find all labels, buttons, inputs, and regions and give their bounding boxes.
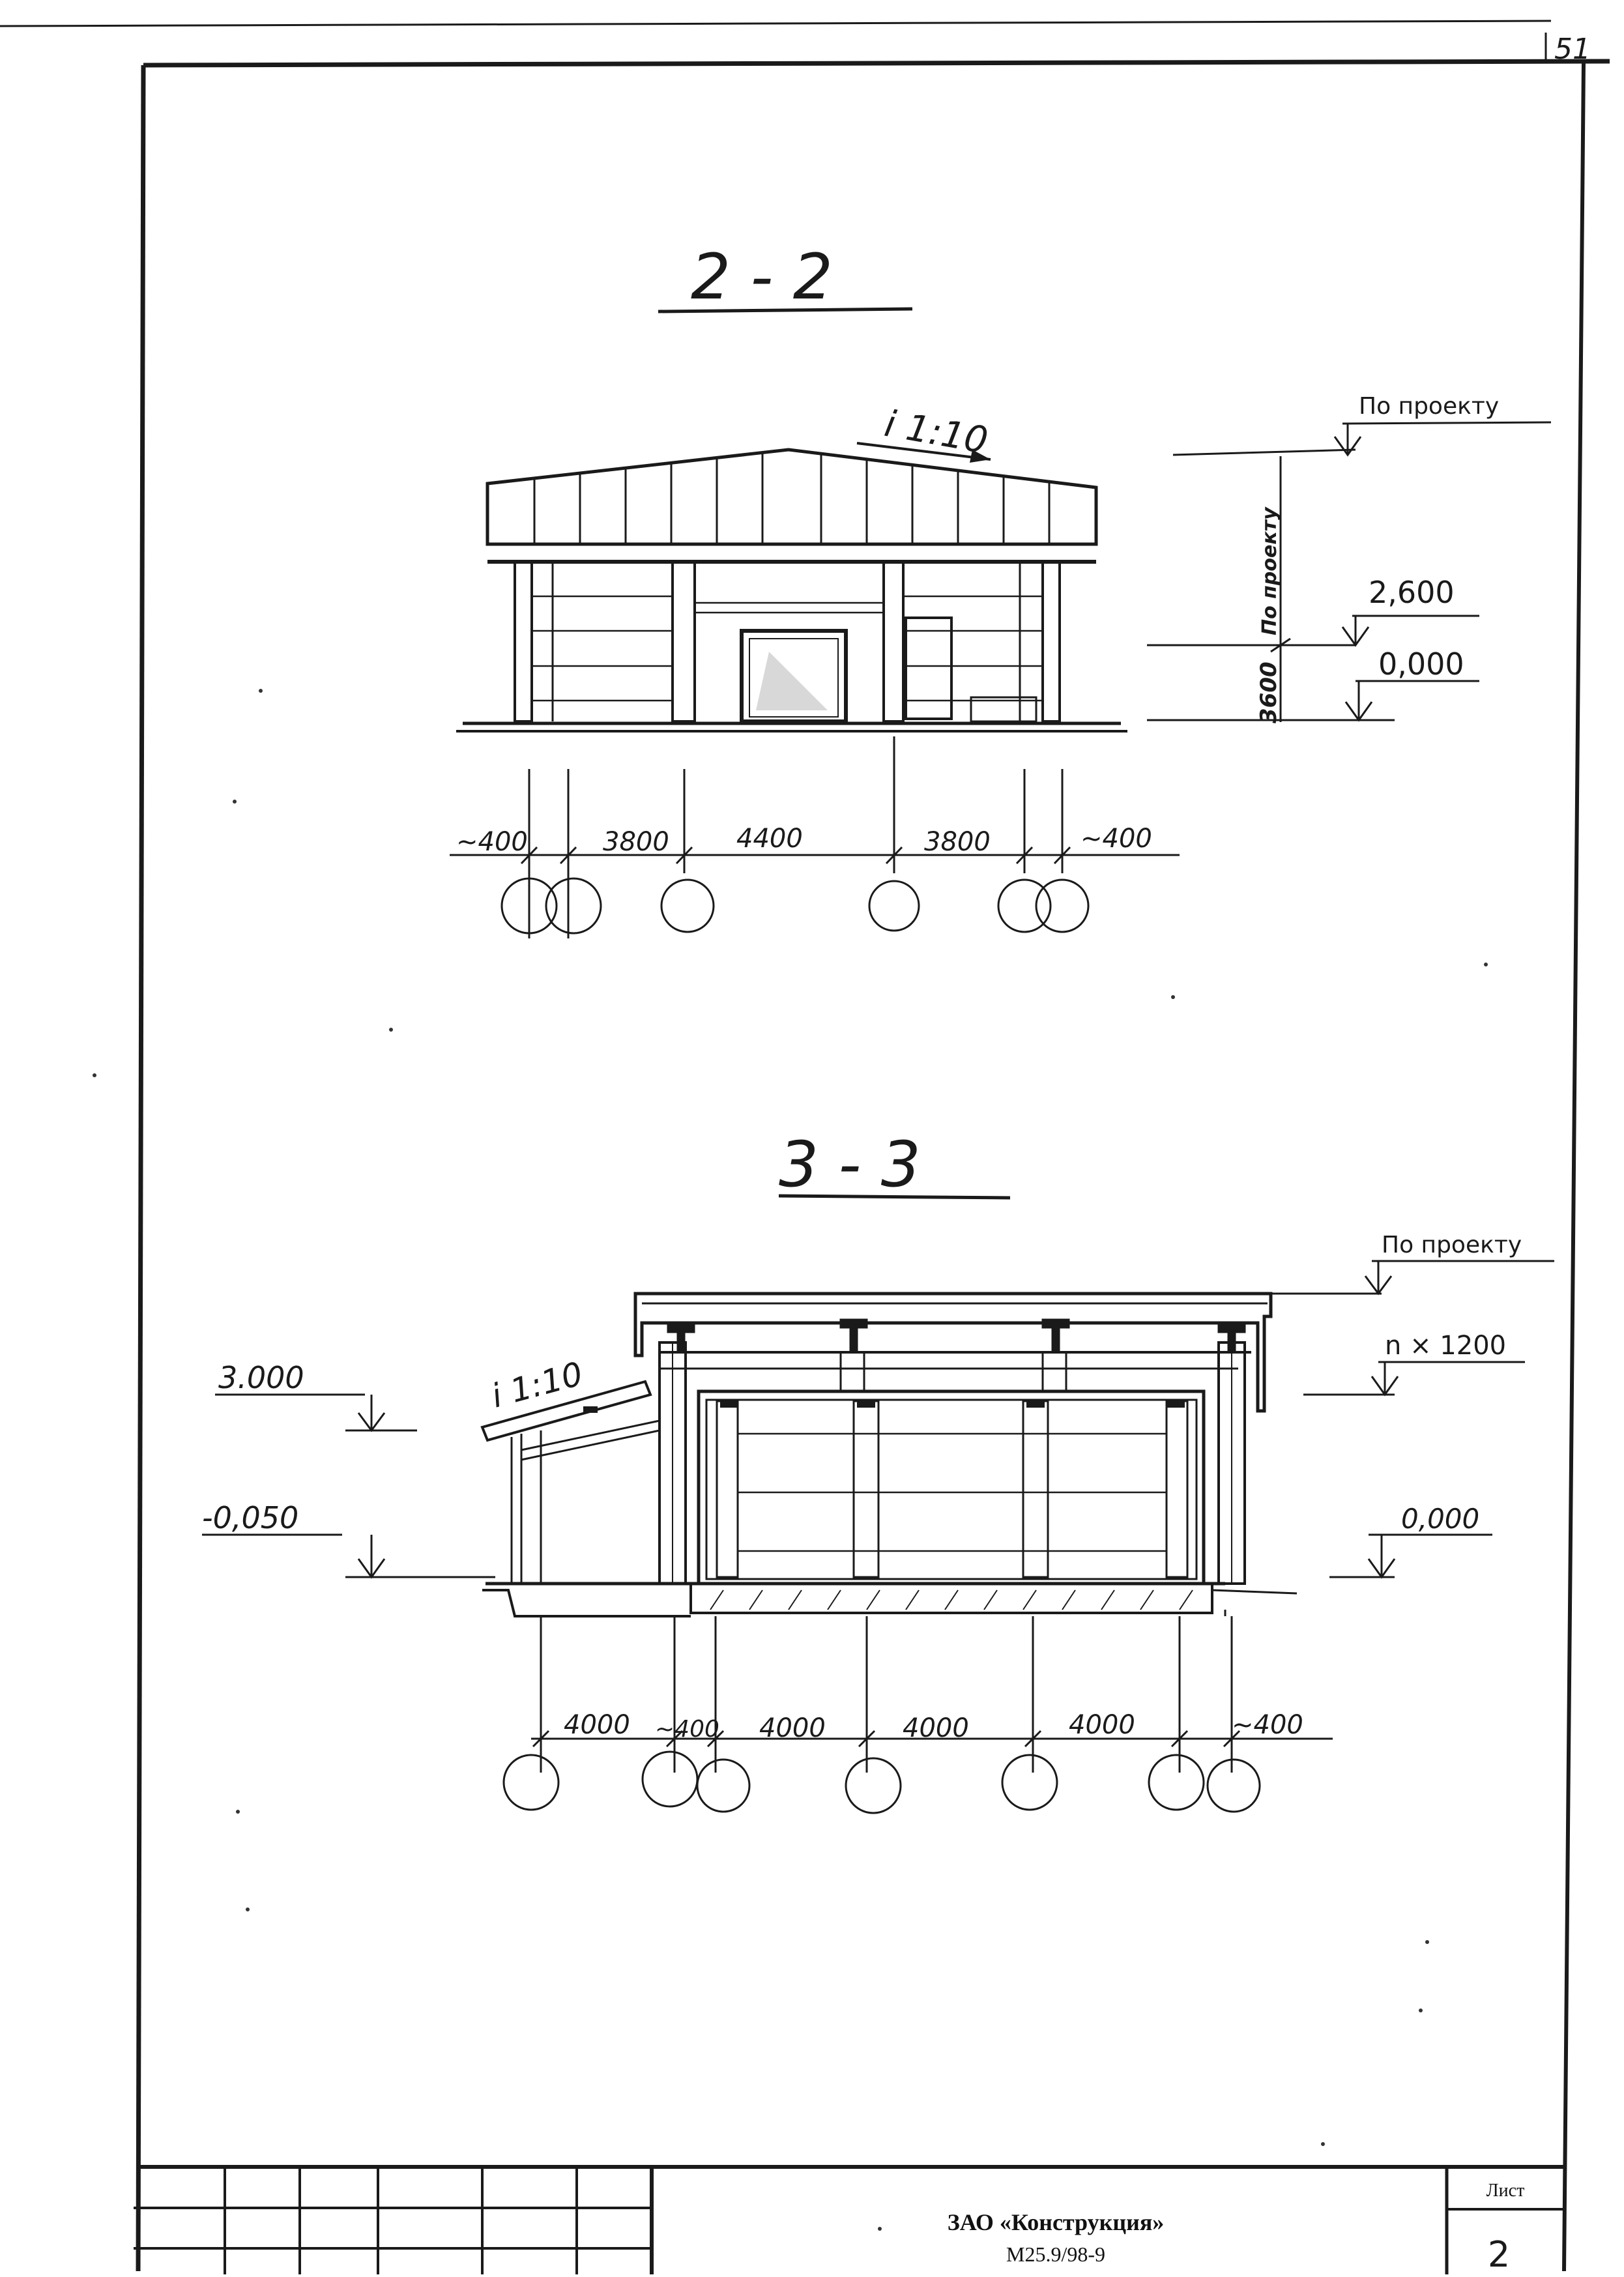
door-glass	[749, 638, 839, 718]
scan-noise	[93, 689, 1488, 2231]
inner-enclosure	[697, 1389, 1206, 1586]
annex-roof	[480, 1380, 652, 1442]
sheet-frame	[0, 20, 1610, 2272]
roof-band	[486, 448, 1098, 546]
frame-left	[136, 65, 146, 2272]
dimension-chain-2-2	[450, 736, 1180, 938]
slope-arrow-head	[970, 450, 991, 463]
entrance-door	[740, 629, 848, 723]
section-2-2: 2 - 2 i 1:10	[450, 240, 1552, 938]
axis-bubbles-3-3	[502, 1750, 1261, 1814]
dim-b-2: ~400	[655, 1716, 719, 1743]
dim-b-6: ~400	[1232, 1710, 1303, 1740]
dim-b-1: 4000	[564, 1710, 630, 1740]
wall-panels	[532, 595, 1043, 702]
sheet-label: Лист	[1486, 2181, 1525, 2201]
section-title-3-3: 3 - 3	[779, 1128, 921, 1201]
level-top-label-3-3: По проекту	[1382, 1232, 1522, 1258]
vertical-dim-value: 3600	[1256, 661, 1282, 723]
frame-right	[1562, 62, 1586, 2272]
company-name: ЗАО «Конструкция»	[948, 2209, 1165, 2235]
axis-bubbles-2-2	[500, 877, 1090, 935]
level-zero-label: 0,000	[1378, 646, 1464, 682]
side-panel	[905, 616, 953, 720]
sheet-number: 2	[1488, 2234, 1510, 2275]
dimension-chain-3-3	[531, 1616, 1333, 1773]
vertical-dim-label: По проекту	[1258, 506, 1281, 635]
dim-a-1: ~400	[456, 827, 528, 857]
annex-frame	[510, 1419, 660, 1584]
frame-top	[143, 59, 1610, 68]
floor-hatch	[710, 1589, 1193, 1610]
section-title-2-2: 2 - 2	[691, 240, 833, 313]
level-n-label: n × 1200	[1385, 1331, 1506, 1361]
beam-posts	[839, 1351, 1067, 1393]
dim-b-3: 4000	[759, 1713, 826, 1743]
document-code: М25.9/98-9	[1006, 2242, 1105, 2266]
dim-a-3: 4400	[736, 824, 803, 854]
inner-panel-lines	[738, 1432, 1167, 1552]
floor-slab	[689, 1582, 1213, 1614]
corner-number: 51	[1554, 33, 1591, 66]
dim-a-4: 3800	[924, 827, 991, 857]
inner-enclosure-inner	[705, 1399, 1198, 1580]
title-underline	[658, 307, 913, 313]
dim-a-2: 3800	[603, 827, 669, 857]
roof-ribs	[533, 453, 1051, 544]
top-trim-line	[0, 20, 1552, 27]
slope-note-3-3: i 1:10	[487, 1355, 587, 1415]
annex-purlin	[583, 1406, 598, 1413]
facade-columns	[514, 560, 1061, 723]
level-top-label: По проекту	[1359, 393, 1499, 420]
main-roof-slab	[633, 1292, 1273, 1413]
title-block	[134, 2165, 1564, 2274]
level-left-top: 3.000	[218, 1360, 304, 1395]
inner-ibeams	[720, 1401, 1185, 1408]
level-left-bottom: -0,050	[202, 1500, 298, 1535]
outer-columns	[658, 1341, 1246, 1585]
bench	[970, 696, 1037, 723]
slope-arrow	[856, 442, 991, 461]
door-glass-shade	[756, 652, 828, 710]
level-marks-3-3	[202, 1260, 1554, 1579]
level-mid-label: 2,600	[1369, 575, 1455, 610]
level-zero-label-3-3: 0,000	[1401, 1503, 1479, 1535]
dim-a-5: ~400	[1080, 824, 1152, 854]
title-underline-3-3	[778, 1194, 1011, 1200]
right-ground	[1211, 1589, 1298, 1595]
dim-b-4: 4000	[903, 1713, 969, 1743]
annex-foundation	[482, 1589, 691, 1617]
level-marks-2-2	[1147, 421, 1552, 722]
dim-b-5: 4000	[1069, 1710, 1135, 1740]
section-3-3: 3 - 3	[202, 1128, 1554, 1814]
